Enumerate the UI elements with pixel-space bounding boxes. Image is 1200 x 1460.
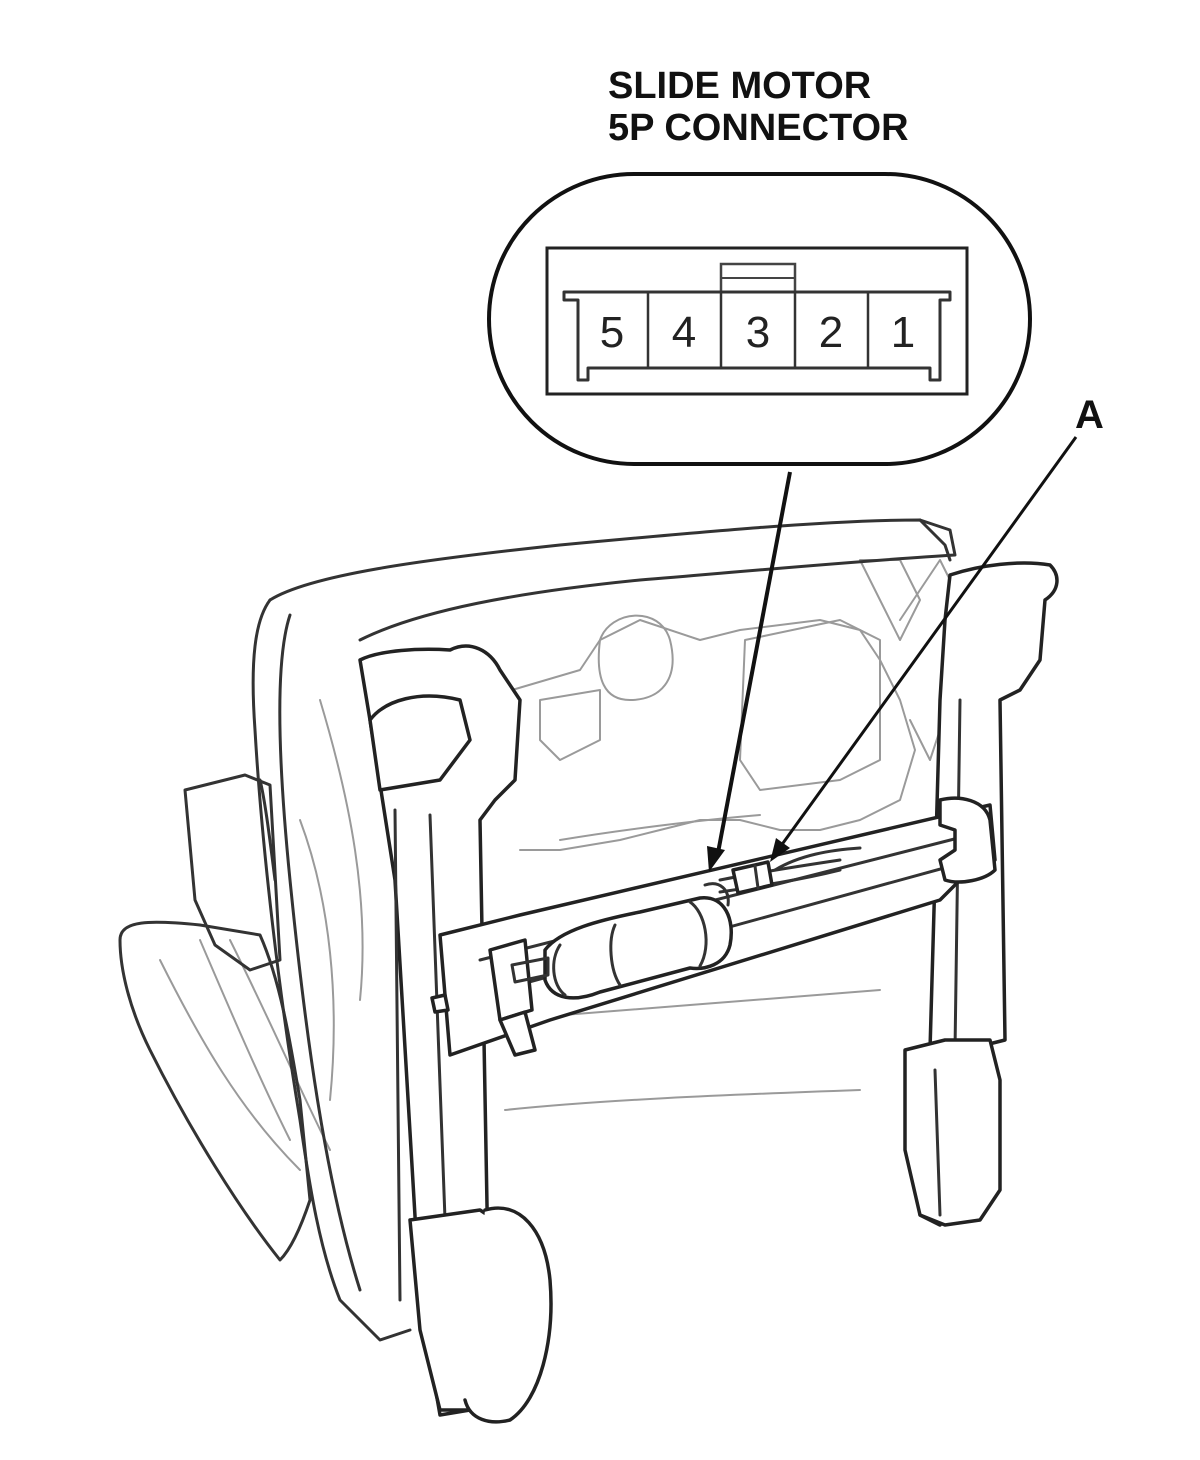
seat-back-shell bbox=[251, 518, 957, 1342]
connector-a-leader bbox=[776, 436, 1078, 851]
callout-label-a: A bbox=[1075, 393, 1104, 437]
connector-a bbox=[731, 860, 774, 895]
slide-motor-connector-leader bbox=[715, 471, 792, 859]
left-frame-rail bbox=[358, 644, 553, 1424]
connector-pin-3-label: 3 bbox=[746, 308, 770, 357]
connector-pin-1-label: 1 bbox=[891, 308, 915, 357]
leader-lines bbox=[707, 436, 1078, 872]
slide-motor-connector-arrowhead bbox=[707, 846, 725, 872]
connector-pin-2-label: 2 bbox=[819, 308, 843, 357]
title-line-1: SLIDE MOTOR bbox=[608, 65, 871, 107]
right-frame-rail bbox=[903, 561, 1059, 1227]
connector-pin-5-label: 5 bbox=[600, 308, 624, 357]
connector-pin-4-label: 4 bbox=[672, 308, 696, 357]
seat-cushion bbox=[118, 773, 312, 1262]
slide-motor bbox=[510, 882, 733, 1000]
connector-a-arrowhead bbox=[770, 838, 790, 862]
connector-face bbox=[545, 246, 969, 396]
title-line-2: 5P CONNECTOR bbox=[608, 107, 909, 149]
